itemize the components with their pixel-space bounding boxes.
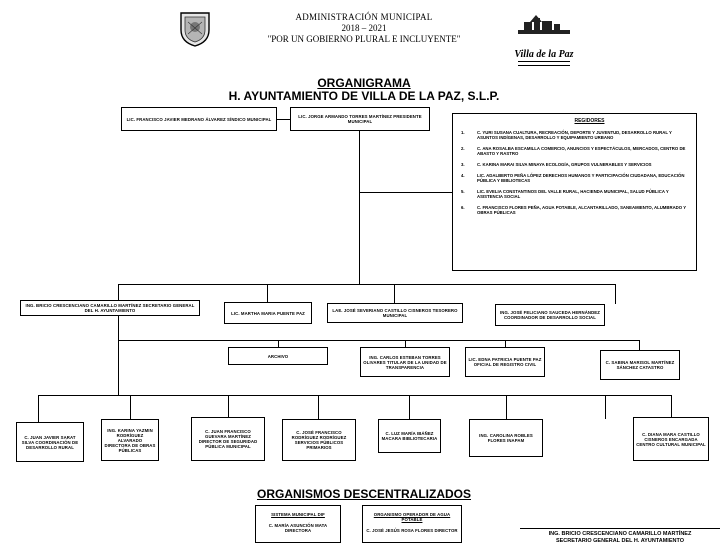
connector-line	[318, 395, 319, 419]
regidor-text: C. ANA ROSALBA ESCAMILLA COMERCIO, ANUNC…	[477, 146, 686, 156]
signature-name: ING. BRICIO CRESCENCIANO CAMARILLO MARTÍ…	[548, 531, 692, 537]
organismos-title: ORGANISMOS DESCENTRALIZADOS	[256, 487, 471, 501]
level3-box: LIC. EDNA PATRICIA PUENTE PAZ OFICIAL DE…	[465, 347, 545, 377]
villa-de-la-paz-logo: Villa de la Paz	[512, 12, 576, 66]
regidor-item: 1. C. YURI SUSANA CUALTURA, RECREACIÓN, D…	[461, 130, 688, 140]
level4-box: ING. CAROLINA ROBLES FLORES INAPAM	[469, 419, 543, 457]
regidor-number: 1.	[461, 130, 465, 135]
level2-box: ING. JOSÉ FELICIANO SAUCEDA HERNÁNDEZ CO…	[495, 304, 605, 326]
connector-line	[118, 340, 639, 341]
connector-line	[278, 340, 279, 347]
regidor-item: 2. C. ANA ROSALBA ESCAMILLA COMERCIO, ANU…	[461, 146, 688, 156]
header-line-2: 2018 – 2021	[341, 23, 387, 33]
level3-box: ING. CARLOS ESTEBAN TORRES OLIVARES TITU…	[360, 347, 450, 377]
regidor-text: LIC. EVELIA CONSTANTINOS DEL VALLE RURAL…	[477, 189, 669, 199]
regidor-text: C. YURI SUSANA CUALTURA, RECREACIÓN, DEP…	[477, 130, 672, 140]
signature-role: SECRETARIO GENERAL DEL H. AYUNTAMIENTO	[555, 538, 685, 544]
level2-box: ING. BRICIO CRESCENCIANO CAMARILLO MARTÍ…	[20, 300, 200, 316]
regidor-number: 3.	[461, 162, 465, 167]
connector-line	[409, 395, 410, 419]
connector-line	[671, 395, 672, 417]
connector-line	[505, 340, 506, 347]
page-title: ORGANIGRAMA	[317, 76, 411, 90]
presidente-box: LIC. JORGE ARMANDO TORRES MARTÍNEZ PRESI…	[290, 107, 430, 131]
connector-line	[118, 316, 119, 340]
regidores-list: 1. C. YURI SUSANA CUALTURA, RECREACIÓN, D…	[461, 130, 688, 215]
level3-box: C. SABINA MARISOL MARTÍNEZ SÁNCHEZ CATAS…	[600, 350, 680, 380]
connector-line	[506, 395, 507, 419]
connector-line	[615, 284, 616, 304]
connector-line	[639, 340, 640, 350]
header-line-1: ADMINISTRACIÓN MUNICIPAL	[295, 12, 433, 22]
connector-line	[359, 192, 452, 193]
regidor-item: 4. LIC. ADALBERTO PEÑA LÓPEZ DERECHOS HUM…	[461, 173, 688, 183]
regidor-number: 4.	[461, 173, 465, 178]
regidor-number: 2.	[461, 146, 465, 151]
level2-box: LAE. JOSÉ SEVERIANO CASTILLO CISNEROS TE…	[327, 303, 463, 323]
signature-block: ING. BRICIO CRESCENCIANO CAMARILLO MARTÍ…	[512, 531, 728, 545]
regidor-item: 6. C. FRANCISCO FLORES PEÑA, AGUA POTABLE…	[461, 205, 688, 215]
connector-line	[405, 340, 406, 347]
regidores-box: REGIDORES 1. C. YURI SUSANA CUALTURA, REC…	[452, 113, 697, 271]
regidor-number: 6.	[461, 205, 465, 210]
level4-box: ING. KARINA YAZMIN RODRÍGUEZ ALVARADO DI…	[101, 419, 159, 461]
signature-line	[520, 528, 720, 529]
dif-box: SISTEMA MUNICIPAL DIF C. MARÍA ASUNCIÓN …	[255, 505, 341, 543]
agua-box: ORGANISMO OPERADOR DE AGUA POTABLE C. JO…	[362, 505, 462, 543]
shield-logo	[178, 10, 212, 48]
logo-text: Villa de la Paz	[514, 49, 574, 60]
regidor-number: 5.	[461, 189, 465, 194]
page-subtitle: H. AYUNTAMIENTO DE VILLA DE LA PAZ, S.L.…	[228, 89, 500, 103]
connector-line	[130, 395, 131, 419]
connector-line	[605, 395, 606, 419]
level4-box: C. JOSÉ FRANCISCO RODRÍGUEZ RODRÍGUEZ SE…	[282, 419, 356, 461]
connector-line	[118, 284, 615, 285]
regidor-text: C. KARINA MARAI SILVA MINAYA ECOLOGÍA, G…	[477, 162, 652, 167]
connector-line	[277, 119, 290, 120]
connector-line	[394, 284, 395, 303]
level4-box: C. JUAN FRANCISCO GUEVARA MARTÍNEZ DIREC…	[191, 417, 265, 461]
regidores-title: REGIDORES	[574, 118, 605, 124]
level2-box: LIC. MARTHA MARIA PUENTE PAZ	[224, 302, 312, 324]
level4-box: C. LUZ MARÍA IBÁÑEZ MACARA BIBLIOTECARIA	[378, 419, 441, 453]
level4-box: C. JUAN JAVIER SARAT SILVA COORDINACIÓN …	[16, 422, 84, 462]
connector-line	[228, 395, 229, 417]
level3-box: ARCHIVO	[228, 347, 328, 365]
regidor-item: 5. LIC. EVELIA CONSTANTINOS DEL VALLE RUR…	[461, 189, 688, 199]
connector-line	[38, 395, 672, 396]
regidor-text: C. FRANCISCO FLORES PEÑA, AGUA POTABLE, …	[477, 205, 687, 215]
level4-box: C. DIANA MARA CASTILLO CISNEROS ENCARGAD…	[633, 417, 709, 461]
connector-line	[359, 131, 360, 284]
sindico-box: LIC. FRANCISCO JAVIER MEDRANO ÁLVAREZ SÍ…	[121, 107, 277, 131]
regidor-text: LIC. ADALBERTO PEÑA LÓPEZ DERECHOS HUMAN…	[477, 173, 685, 183]
connector-line	[38, 395, 39, 422]
header-line-3: "POR UN GOBIERNO PLURAL E INCLUYENTE"	[267, 34, 461, 44]
regidor-item: 3. C. KARINA MARAI SILVA MINAYA ECOLOGÍA,…	[461, 162, 688, 167]
logo-underline	[518, 61, 570, 66]
connector-line	[267, 284, 268, 302]
connector-line	[118, 284, 119, 300]
connector-line	[118, 340, 119, 395]
